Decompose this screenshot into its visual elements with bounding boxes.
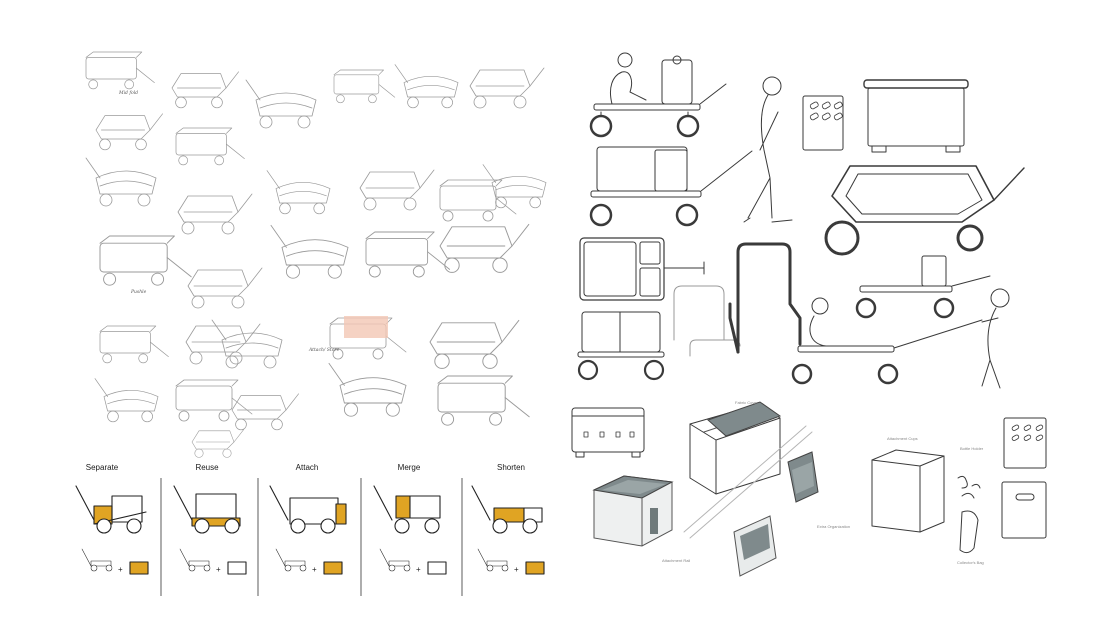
wagon-sketch: [85, 157, 157, 207]
concept-label-merge: Merge: [397, 463, 421, 472]
attachment-cups-drawing: [871, 449, 945, 533]
concept-label-shorten: Shorten: [496, 463, 526, 472]
label-extra-organization: Extra Organization: [817, 524, 851, 529]
label-attachment-cups: Attachment Cups: [887, 436, 918, 441]
wagon-sketch: [328, 362, 407, 417]
label-bottle-holder: Bottle Holder: [960, 446, 984, 451]
wagon-with-child-drawing: [589, 52, 727, 138]
svg-text:+: +: [118, 565, 123, 574]
wagon-sketch: [211, 319, 283, 369]
svg-text:+: +: [514, 565, 519, 574]
wagon-tray-perspective-drawing: [824, 165, 1025, 256]
concept-separate-diagram: +: [75, 485, 149, 575]
crate-front-view-drawing: [571, 407, 645, 458]
wagon-sketch: [365, 231, 451, 278]
handle-variations-drawing: [673, 242, 802, 357]
wagon-sketch: [469, 67, 545, 109]
concept-attach-diagram: +: [269, 485, 347, 575]
wagon-sketch: [175, 127, 245, 166]
concept-label-separate: Separate: [85, 463, 119, 472]
bottle-holder-drawing: [957, 475, 981, 499]
wagon-sketch: [429, 319, 520, 369]
collectors-bag-drawing: [959, 510, 979, 554]
label-fabric-cover: Fabric Cover: [735, 400, 758, 405]
wagon-sketch: [245, 79, 317, 129]
wagon-sketch: [187, 267, 263, 309]
wagon-sketch: [99, 325, 169, 364]
wagon-top-view-drawing: [579, 237, 705, 301]
wagon-sketch: [231, 393, 299, 431]
concept-shorten-diagram: +: [471, 485, 545, 575]
sketch-note-pushle: Pushle: [131, 290, 147, 295]
wagon-sketch: [94, 378, 159, 423]
wagon-sketch: [270, 224, 349, 279]
wagon-sketch: [95, 113, 163, 151]
sketch-note-attach-store: Attach/ Store: [309, 348, 340, 353]
wagon-sketch: [437, 375, 530, 426]
wagon-sketch: [333, 69, 396, 104]
highlighted-sketch-accent: [344, 316, 388, 338]
side-panels-drawing: [1001, 417, 1047, 539]
wagon-sketch: [191, 429, 245, 458]
concept-reuse-diagram: +: [173, 485, 247, 575]
extra-organization-pouch-render: [733, 515, 777, 577]
concept-label-reuse: Reuse: [195, 463, 219, 472]
svg-text:+: +: [216, 565, 221, 574]
wagon-pulled-by-person-drawing: [589, 76, 793, 227]
fabric-cover-render: [707, 401, 782, 437]
wagon-sketch: [439, 223, 530, 273]
side-pouch-render: [787, 451, 819, 503]
concept-label-attach: Attach: [295, 463, 319, 472]
svg-text:+: +: [312, 565, 317, 574]
wagon-sketch: [266, 170, 331, 215]
lid-and-crate-drawing: [802, 79, 969, 153]
crate-with-rail-render: [592, 475, 674, 547]
wagon-sketch: [85, 51, 155, 90]
label-attachment-rail: Attachment Rail: [662, 558, 691, 563]
svg-text:+: +: [416, 565, 421, 574]
wagon-sketch: [439, 179, 517, 222]
wagon-sketch: [175, 379, 253, 422]
sketch-note-mid-fold: Mid fold: [119, 91, 139, 96]
wagon-sketch: [171, 71, 239, 109]
wagon-sketch: [177, 193, 253, 235]
child-pulling-wagon-drawing: [791, 255, 1010, 389]
wagon-sketch: [394, 64, 459, 109]
wagon-sketch: [482, 164, 547, 209]
wagon-side-view-drawing: [577, 311, 665, 381]
label-collectors-bag: Collector's Bag: [957, 560, 984, 565]
concept-merge-diagram: +: [373, 485, 447, 575]
wagon-sketch: [99, 235, 192, 286]
wagon-sketch: [359, 169, 435, 211]
wagon-sketch: [185, 323, 261, 365]
